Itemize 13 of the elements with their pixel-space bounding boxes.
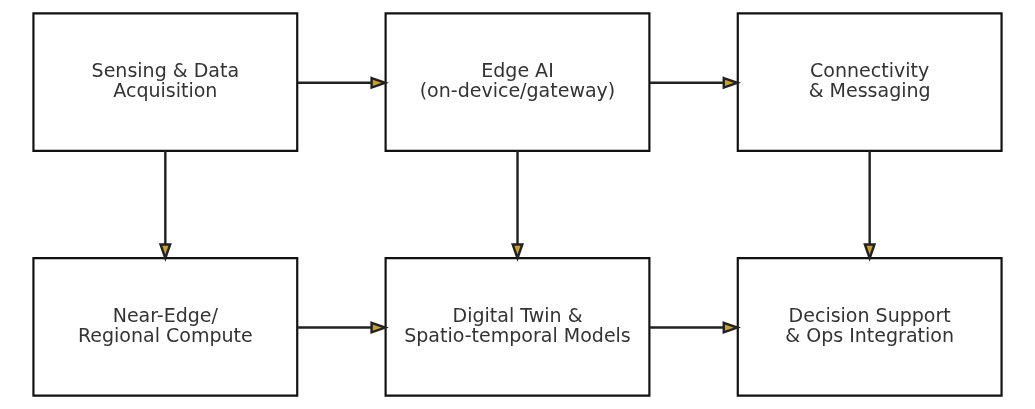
node-box: Digital Twin & Spatio-temporal Models xyxy=(384,257,651,397)
arrow xyxy=(297,321,389,335)
arrow xyxy=(158,150,172,262)
node-box: Decision Support & Ops Integration xyxy=(736,257,1003,397)
arrow xyxy=(297,76,389,90)
node-box: Near-Edge/ Regional Compute xyxy=(32,257,299,397)
node-box: Sensing & Data Acquisition xyxy=(32,12,299,152)
node-box: Connectivity & Messaging xyxy=(736,12,1003,152)
arrow xyxy=(511,150,524,262)
arrow xyxy=(649,321,742,335)
node-box: Edge AI (on-device/gateway) xyxy=(384,12,651,152)
arrow xyxy=(649,76,742,90)
arrow xyxy=(863,150,877,262)
